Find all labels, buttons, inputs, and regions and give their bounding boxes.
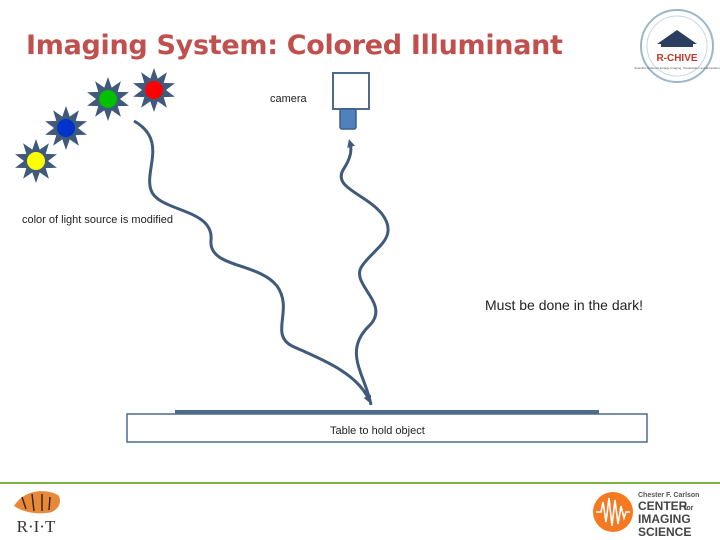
- red-light-icon: [145, 81, 163, 99]
- light-source-red: [133, 68, 175, 112]
- cis-logo: Chester F. Carlson CENTER for IMAGING SC…: [593, 492, 699, 539]
- light-source-yellow: [15, 139, 57, 183]
- yellow-light-icon: [27, 152, 45, 170]
- camera-label: camera: [270, 93, 307, 105]
- reflection-wave: [339, 139, 390, 406]
- cis-logo-for: for: [684, 505, 694, 512]
- rit-logo: R·I·T: [14, 491, 60, 536]
- camera-icon: [332, 72, 370, 130]
- light-source-label: color of light source is modified: [22, 214, 174, 226]
- cis-logo-line2: IMAGING: [638, 512, 691, 526]
- slide-title: Imaging System: Colored Illuminant: [26, 30, 563, 61]
- table: [126, 410, 648, 443]
- dark-note-label: Must be done in the dark!: [485, 297, 643, 313]
- footer-divider: [0, 482, 720, 484]
- table-label: Table to hold object: [330, 425, 425, 437]
- rchive-logo-text: R-CHIVE: [656, 53, 697, 64]
- cis-logo-top: Chester F. Carlson: [638, 492, 699, 499]
- cis-logo-line3: SCIENCE: [638, 525, 691, 539]
- rchive-logo: R-CHIVE Scientific Cultural Heritage Ima…: [634, 9, 720, 83]
- cis-logo-line1: CENTER: [638, 499, 688, 513]
- light-source-blue: [45, 106, 87, 150]
- illumination-wave: [133, 119, 372, 404]
- rit-logo-text: R·I·T: [17, 517, 56, 536]
- light-source-green: [87, 77, 129, 121]
- rchive-logo-subtext: Scientific Cultural Heritage Imaging, Vi…: [634, 66, 720, 70]
- blue-light-icon: [57, 119, 75, 137]
- green-light-icon: [99, 90, 117, 108]
